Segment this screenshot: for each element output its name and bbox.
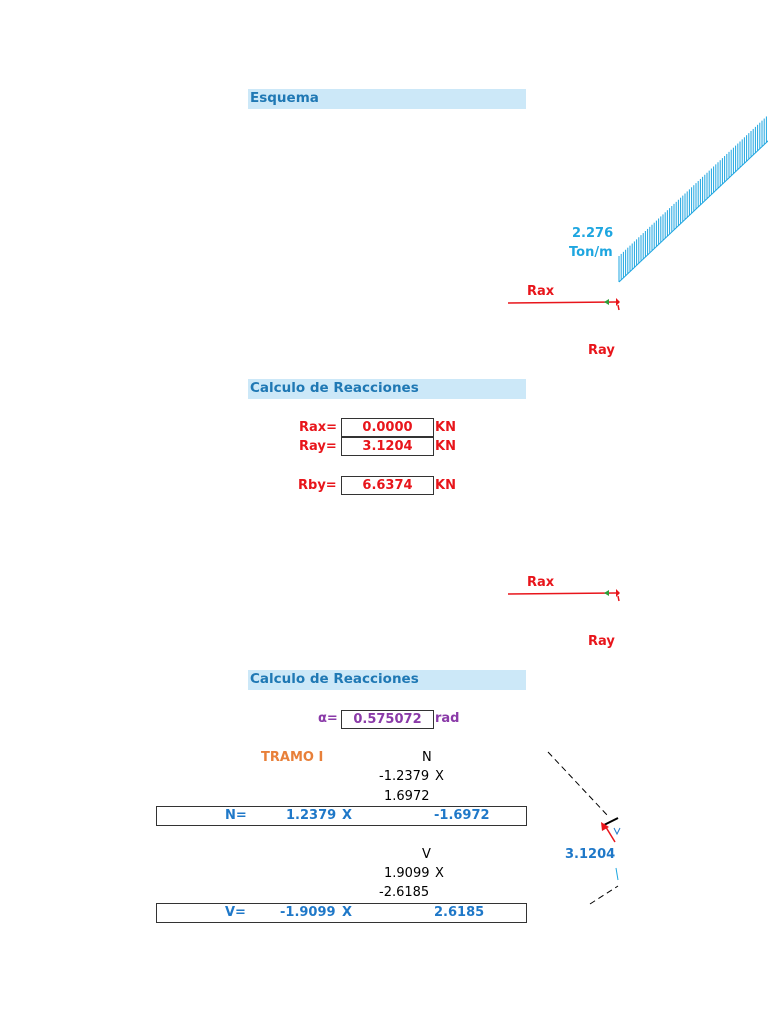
rax-unit: KN [435,420,456,435]
section-header-reactions-1: Calculo de Reacciones [248,379,526,399]
section-header-reactions-2: Calculo de Reacciones [248,670,526,690]
rax-value: 0.0000 [341,418,434,437]
alpha-label: α= [318,711,338,726]
n-x: X [435,769,444,784]
tramo-title: TRAMO I [261,750,324,765]
rax-arrow [507,298,620,311]
v-x: X [435,866,444,881]
ray-label: Ray= [299,439,337,454]
v-coef: 1.9099 [384,866,430,881]
ray-value: 3.1204 [341,437,434,456]
n-result-label: N= [225,808,247,823]
n-const: 1.6972 [384,789,430,804]
n-result-coef: 1.2379 [286,808,337,823]
ray-unit: KN [435,439,456,454]
v-const: -2.6185 [379,885,430,900]
v-result-const: 2.6185 [434,905,485,920]
v-result-label: V= [225,905,246,920]
rby-value: 6.6374 [341,476,434,495]
n-result-row: N= 1.2379 X -1.6972 [156,806,527,826]
rby-label: Rby= [298,478,337,493]
n-header: N [422,750,432,765]
rax-arrow-2 [507,589,620,602]
n-result-const: -1.6972 [434,808,490,823]
rax-label: Rax= [299,420,338,435]
distributed-load-hatch [618,116,768,283]
alpha-unit: rad [435,711,460,726]
load-unit: Ton/m [569,245,613,260]
n-coef: -1.2379 [379,769,430,784]
n-result-x: X [342,808,353,823]
rax-diagram-label: Rax [527,284,555,299]
v-result-x: X [342,905,353,920]
rax-diagram-label-2: Rax [527,575,555,590]
section-header-esquema: Esquema [248,89,526,109]
ray-diagram-label: Ray [588,343,615,358]
force-label: 3.1204 [565,847,616,862]
rby-unit: KN [435,478,456,493]
v-result-row: V= -1.9099 X 2.6185 [156,903,527,923]
v-result-coef: -1.9099 [280,905,336,920]
ray-diagram-label-2: Ray [588,634,615,649]
free-body-diagram [547,751,621,905]
v-header: V [422,847,431,862]
load-value: 2.276 [572,226,614,241]
alpha-value: 0.575072 [341,710,434,729]
